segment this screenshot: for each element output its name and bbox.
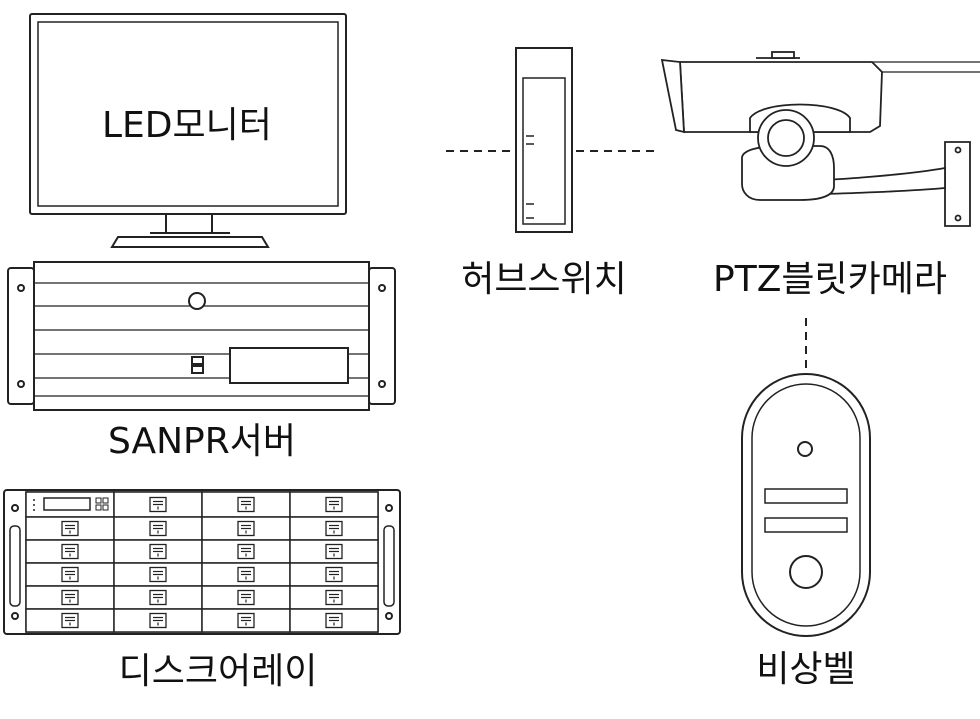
emergency-bell-icon [741,373,871,637]
disk-bay [113,491,203,518]
disk-bay [201,491,291,518]
disk-bay [201,562,291,587]
disk-bay [289,608,379,633]
disk-bay [289,562,379,587]
disk-bay [113,516,203,541]
emergency-bell-label: 비상벨 [756,649,856,690]
disk-bay [25,491,115,518]
disk-bay [113,608,203,633]
disk-bay [25,608,115,633]
server-icon [7,261,396,411]
disk-bay [289,491,379,518]
hub-switch-label: 허브스위치 [461,259,627,300]
hub-switch-icon [515,47,573,233]
disk-bay [201,516,291,541]
disk-bay [25,516,115,541]
disk-array-label: 디스크어레이 [118,651,318,692]
disk-bay [289,516,379,541]
disk-bay [113,585,203,610]
camera-label: PTZ블릿카메라 [713,259,947,300]
disk-bay [289,585,379,610]
monitor-label: LED모니터 [102,105,272,146]
disk-bay [201,539,291,564]
disk-bay [289,539,379,564]
camera-icon [660,51,980,227]
disk-bay [201,585,291,610]
disk-bay [25,539,115,564]
monitor-icon [29,13,347,248]
disk-bay [25,585,115,610]
server-label: SANPR서버 [107,421,297,462]
disk-bay [25,562,115,587]
disk-bays [25,491,379,633]
connector-lines [446,150,807,370]
disk-bay [201,608,291,633]
disk-bay [113,562,203,587]
disk-bay [113,539,203,564]
